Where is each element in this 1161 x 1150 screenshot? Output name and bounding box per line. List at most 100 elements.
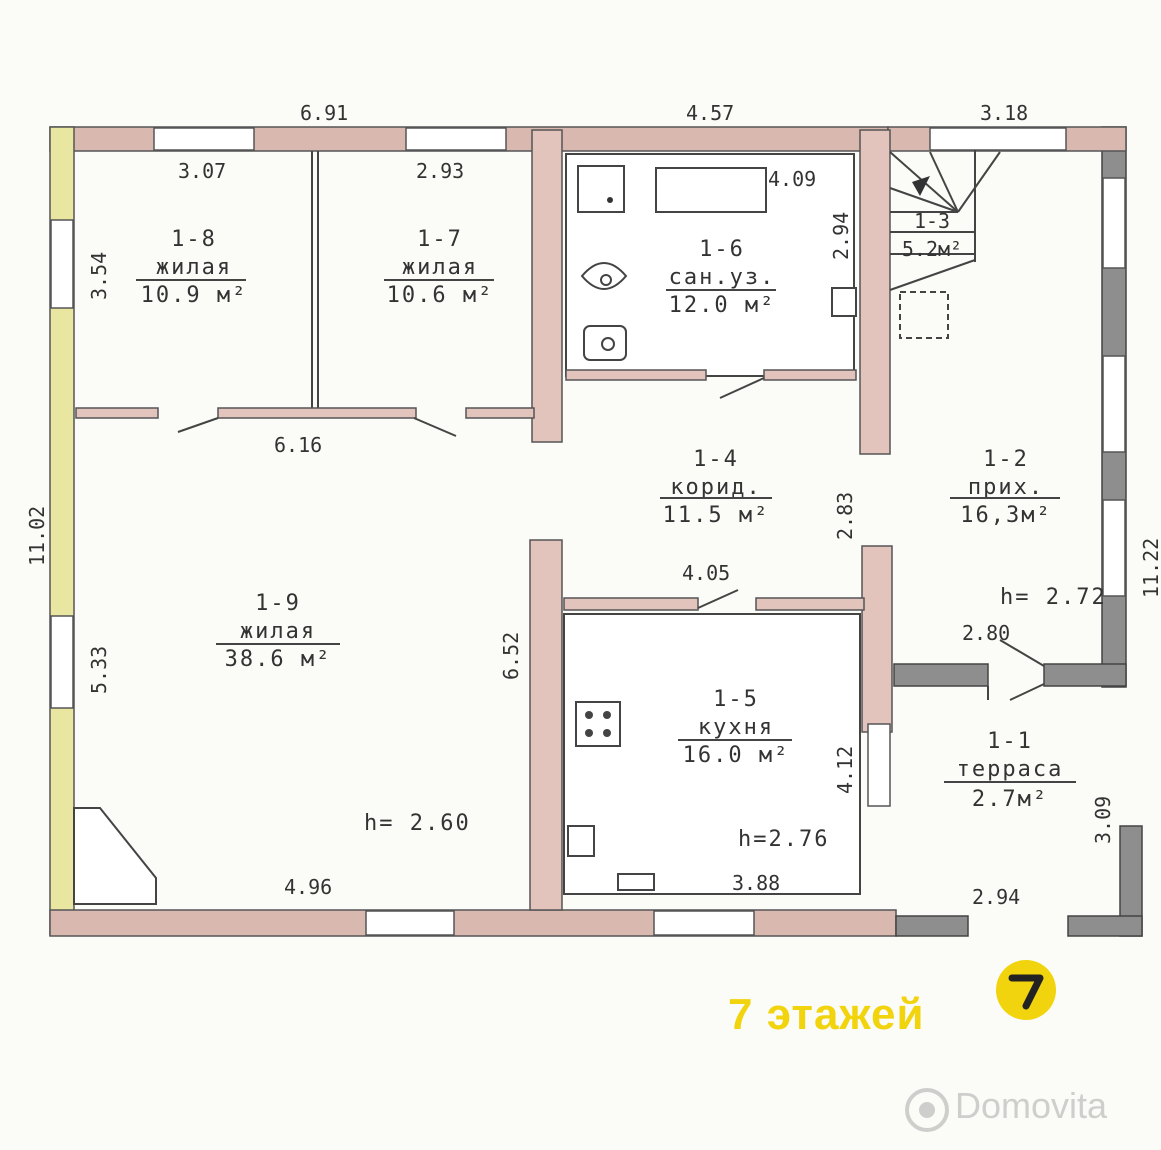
- dim-r18-width: 3.07: [178, 159, 226, 183]
- dim-kitchen-width: 3.88: [732, 871, 780, 895]
- svg-text:1-4: 1-4: [693, 447, 739, 472]
- terrace-bottom-left: [895, 915, 969, 937]
- dim-terrace-width: 2.94: [972, 885, 1020, 909]
- washer-icon: [577, 165, 625, 213]
- svg-text:1-1: 1-1: [987, 729, 1033, 754]
- window-kitchen-side: [867, 723, 891, 807]
- brand-label: 7 этажей: [728, 990, 925, 1039]
- window-top-1: [153, 127, 255, 151]
- windows: [50, 127, 1126, 936]
- svg-text:11.5 м²: 11.5 м²: [663, 503, 770, 528]
- kitchen-right-wall: [861, 545, 893, 733]
- fireplace-icon: [73, 807, 157, 905]
- dim-left-total: 11.02: [25, 506, 49, 566]
- svg-text:1-2: 1-2: [983, 447, 1029, 472]
- wall-r17-bath: [531, 129, 563, 443]
- height-hall: h= 2.72: [1000, 585, 1107, 610]
- dim-right-total: 11.22: [1139, 538, 1161, 598]
- dim-terrace-height: 3.09: [1091, 796, 1115, 844]
- svg-text:10.6 м²: 10.6 м²: [387, 283, 494, 308]
- room-labels: 1-8 жилая 10.9 м² 1-7 жилая 10.6 м² 1-6 …: [136, 209, 1076, 812]
- doors: [177, 377, 1045, 701]
- room-1-3: 1-3 5.2м²: [902, 209, 962, 261]
- window-left-2: [50, 615, 74, 709]
- svg-text:прих.: прих.: [968, 475, 1044, 500]
- bath-partition-right: [763, 369, 857, 381]
- room-1-1: 1-1 терраса 2.7м²: [944, 729, 1076, 812]
- radiator-icon: [617, 873, 655, 891]
- svg-text:1-6: 1-6: [699, 237, 745, 262]
- dim-corr-height: 2.83: [833, 492, 857, 540]
- height-main: h= 2.60: [364, 811, 471, 836]
- room-1-9: 1-9 жилая 38.6 м²: [216, 591, 340, 672]
- bath-partition-left: [565, 369, 707, 381]
- svg-text:16,3м²: 16,3м²: [960, 503, 1051, 528]
- window-bottom-1: [365, 910, 455, 936]
- room-1-8: 1-8 жилая 10.9 м²: [136, 227, 248, 308]
- wall-main-kitchen: [529, 539, 563, 911]
- entry-wall-left: [893, 663, 989, 687]
- door-kitchen: [697, 589, 739, 609]
- dim-top-mid: 4.57: [686, 101, 734, 125]
- svg-text:жилая: жилая: [240, 619, 316, 644]
- svg-text:1-8: 1-8: [171, 227, 217, 252]
- window-left-1: [50, 219, 74, 309]
- kitchen-sink-icon: [567, 825, 595, 857]
- dim-top-left: 6.91: [300, 101, 348, 125]
- height-kitchen: h=2.76: [738, 827, 829, 852]
- svg-text:терраса: терраса: [957, 757, 1064, 782]
- svg-text:16.0 м²: 16.0 м²: [683, 743, 790, 768]
- door-hall: [999, 639, 1045, 667]
- svg-text:38.6 м²: 38.6 м²: [225, 647, 332, 672]
- svg-text:10.9 м²: 10.9 м²: [141, 283, 248, 308]
- svg-text:12.0 м²: 12.0 м²: [669, 293, 776, 318]
- window-right-3: [1102, 499, 1126, 597]
- watermark-text: Domovita: [955, 1085, 1108, 1126]
- dim-mid-width: 6.16: [274, 433, 322, 457]
- terrace-bottom-right: [1067, 915, 1143, 937]
- entry-wall-right: [1043, 663, 1127, 687]
- stove-icon: [575, 701, 621, 747]
- dim-bath-width: 4.09: [768, 167, 816, 191]
- dim-entry-width: 2.80: [962, 621, 1010, 645]
- brand-logo-icon: [996, 960, 1056, 1020]
- fixtures: [73, 165, 857, 905]
- kitchen-outline: [563, 613, 861, 895]
- partition-2: [217, 407, 417, 419]
- svg-text:1-3: 1-3: [914, 209, 950, 233]
- dim-bottom-left: 4.96: [284, 875, 332, 899]
- hatch-outline: [899, 291, 949, 339]
- door-r17: [413, 417, 457, 437]
- svg-text:кухня: кухня: [698, 715, 774, 740]
- bathtub-icon: [655, 167, 767, 213]
- partition-3: [465, 407, 535, 419]
- stair-arrow-icon: [912, 176, 930, 196]
- svg-text:1-9: 1-9: [255, 591, 301, 616]
- svg-text:сан.уз.: сан.уз.: [669, 265, 776, 290]
- kitchen-partition-left: [563, 597, 699, 611]
- dim-kitchen-door: 4.05: [682, 561, 730, 585]
- kitchen-partition-right: [755, 597, 865, 611]
- partition-1: [75, 407, 159, 419]
- dim-r18-height: 3.54: [87, 252, 111, 300]
- dim-r17-width: 2.93: [416, 159, 464, 183]
- dim-top-right: 3.18: [980, 101, 1028, 125]
- room-1-7: 1-7 жилая 10.6 м²: [384, 227, 494, 308]
- svg-text:1-5: 1-5: [713, 687, 759, 712]
- svg-text:5.2м²: 5.2м²: [902, 237, 962, 261]
- svg-text:2.7м²: 2.7м²: [972, 787, 1048, 812]
- svg-text:жилая: жилая: [156, 255, 232, 280]
- dim-kitchen-wall: 6.52: [499, 632, 523, 680]
- dim-bath-height: 2.94: [829, 212, 853, 260]
- dim-kitchen-height: 4.12: [833, 746, 857, 794]
- room-1-5: 1-5 кухня 16.0 м²: [678, 687, 792, 768]
- door-bath: [719, 377, 765, 399]
- door-r18: [177, 417, 219, 433]
- wall-bath-hall: [859, 129, 891, 455]
- window-bottom-2: [653, 910, 755, 936]
- boiler-icon: [831, 287, 857, 317]
- room-1-4: 1-4 корид. 11.5 м²: [660, 447, 772, 528]
- window-top-2: [405, 127, 507, 151]
- bottom-wall: [49, 909, 897, 937]
